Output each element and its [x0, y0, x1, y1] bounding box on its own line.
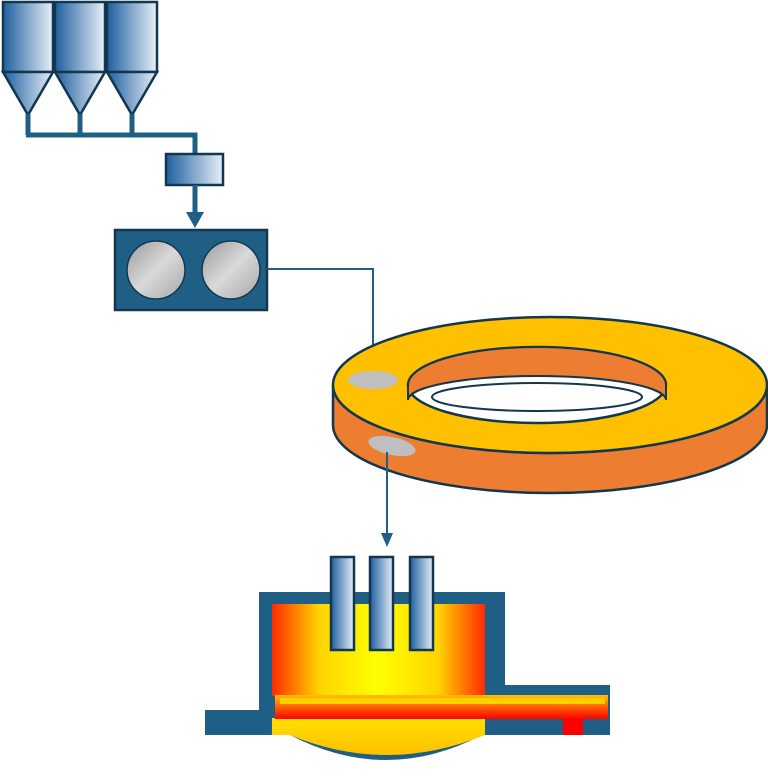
furnace-bath [272, 718, 485, 755]
tap-hole [563, 719, 583, 735]
charge-port [348, 371, 398, 389]
electrode-2 [368, 555, 395, 652]
silo-group [0, 0, 160, 118]
tapping-channel-highlight [280, 698, 605, 704]
discharge-line [381, 452, 393, 547]
rotary-hearth-furnace [331, 315, 768, 495]
hearth-inner-wall [407, 346, 667, 401]
electrode-1 [329, 555, 356, 652]
hearth-inner-opening [431, 382, 643, 412]
press-roll-left [126, 240, 186, 300]
silo-1 [0, 0, 56, 118]
electrode-3 [408, 555, 435, 652]
discharge-port [368, 435, 416, 457]
silo-2 [52, 0, 108, 118]
feed-arrow [186, 185, 204, 228]
feeder [164, 152, 225, 187]
pelletizer [113, 228, 269, 312]
electric-arc-furnace [205, 555, 610, 760]
silo-collector-pipe [25, 114, 198, 154]
press-roll-right [201, 240, 261, 300]
silo-3 [104, 0, 160, 118]
